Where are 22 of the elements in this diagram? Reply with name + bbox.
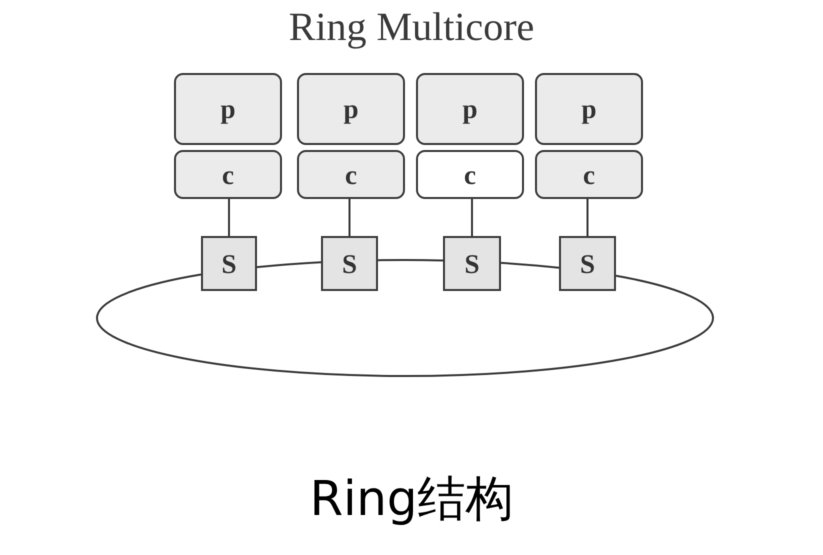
cache-box: c xyxy=(535,150,643,199)
ring-line xyxy=(378,259,444,262)
processor-box: p xyxy=(535,73,643,145)
cache-box: c xyxy=(297,150,405,199)
diagram-caption: Ring结构 xyxy=(310,470,514,529)
connector-line xyxy=(348,199,350,236)
diagram-title: Ring Multicore xyxy=(288,4,534,50)
processor-box: p xyxy=(416,73,524,145)
cache-box: c xyxy=(416,150,524,199)
connector-line xyxy=(471,199,473,236)
cache-box: c xyxy=(174,150,282,199)
switch-box: S xyxy=(559,236,616,291)
connector-line xyxy=(228,199,230,236)
ring-line xyxy=(500,262,560,269)
ring-line xyxy=(96,274,714,377)
processor-box: p xyxy=(174,73,282,145)
switch-box: S xyxy=(443,236,501,291)
switch-box: S xyxy=(201,236,257,291)
switch-box: S xyxy=(321,236,378,291)
ring-line xyxy=(256,261,322,268)
processor-box: p xyxy=(297,73,405,145)
connector-line xyxy=(586,199,588,236)
